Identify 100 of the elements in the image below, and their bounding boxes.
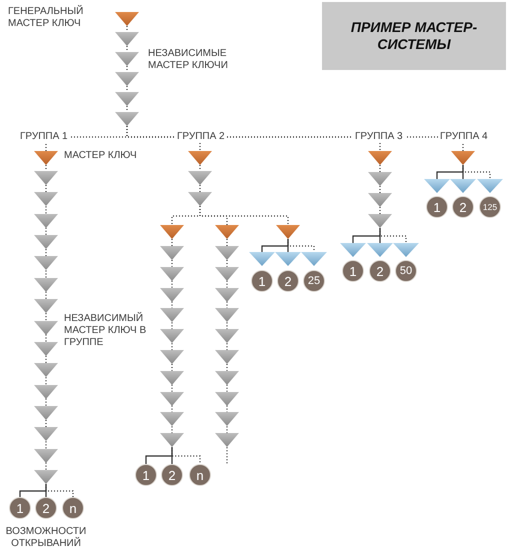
number-circle: 2 [369,260,391,282]
key-triangle [160,392,184,406]
key-caption: ГЕНЕРАЛЬНЫЙ МАСТЕР КЛЮЧ [8,6,84,30]
connector-line [45,270,47,278]
connector-line [287,239,289,252]
key-triangle [424,179,450,193]
number-circle: 50 [395,260,417,282]
connector-line [45,441,47,449]
key-triangle [393,243,419,257]
key-triangle [450,179,476,193]
connector-line [171,406,173,412]
key-triangle [34,235,58,250]
number-circle: 1 [342,260,364,282]
key-triangle [451,151,475,165]
connector-line [226,239,228,246]
connector-line [126,46,128,52]
number-circle: 2 [277,270,299,292]
connector-line [45,377,47,385]
connector-line [226,260,228,267]
outcome-caption: ВОЗМОЖНОСТИ ОТКРЫВАНИЙ [4,526,88,550]
group-label: ГРУППА 4 [438,131,490,143]
connector-line [171,322,173,330]
key-triangle [34,278,58,292]
key-triangle [34,406,58,420]
key-triangle [34,320,58,335]
number-circle: 1 [9,497,31,519]
connector-line [45,249,47,256]
key-triangle [215,412,239,426]
number-circle: 1 [135,464,157,486]
connector-line [45,185,47,192]
key-triangle [34,256,58,270]
key-triangle [160,225,184,239]
connector-line [171,343,173,350]
key-triangle [34,384,58,399]
key-triangle [188,151,212,165]
connector-line [379,207,381,214]
connector-line [226,322,228,330]
key-triangle [34,363,58,378]
number-circle: 125 [479,196,501,218]
number-circle: 2 [161,464,183,486]
key-caption: НЕЗАВИСИМЫЕ МАСТЕР КЛЮЧИ [148,48,229,72]
connector-line [226,280,228,288]
connector-line [171,447,173,464]
connector-line [45,206,47,214]
connector-line [45,228,47,236]
key-triangle [215,350,239,364]
connector-line [126,86,128,92]
number-circle: n [189,464,211,486]
key-triangle [115,112,139,126]
connector-line [379,186,381,193]
key-triangle [215,266,239,281]
key-triangle [215,370,239,385]
connector-line [199,165,201,171]
connector-line [45,398,47,406]
connector-line [199,206,289,225]
key-triangle [115,32,139,46]
group-label: ГРУППА 1 [18,131,70,143]
key-triangle [34,448,58,463]
connector-line [226,447,228,464]
key-triangle [215,225,239,239]
connector-line [45,292,47,300]
key-triangle [276,225,300,239]
key-triangle [215,288,239,302]
number-circle: 25 [303,270,325,292]
key-triangle [34,427,58,442]
connector-line [126,66,128,72]
key-caption: МАСТЕР КЛЮЧ [64,150,138,162]
number-circle: n [62,497,84,519]
number-circle: 2 [452,196,474,218]
key-triangle [275,252,301,266]
number-circle: 1 [251,270,273,292]
key-triangle [160,246,184,260]
connector-line [126,106,128,112]
connector-line [171,364,173,371]
key-triangle [340,243,366,257]
connector-line [226,426,228,434]
key-triangle [115,92,139,106]
number-circle: 1 [426,196,448,218]
connector-line [45,313,47,321]
connector-line [171,384,173,392]
key-triangle [160,308,184,322]
connector-line [226,343,228,350]
key-triangle [188,192,212,206]
connector-line [379,165,381,172]
key-triangle [160,370,184,385]
connector-line [171,239,173,246]
key-triangle [160,350,184,364]
connector-line [171,280,173,288]
key-triangle [215,433,239,448]
key-triangle [160,288,184,302]
key-triangle [215,246,239,260]
key-triangle [215,308,239,322]
key-triangle [34,470,58,484]
connector-line [226,384,228,392]
key-triangle [34,299,58,314]
key-triangle [368,151,392,165]
connector-line [226,364,228,371]
key-triangle [477,179,503,193]
connector-line [171,426,173,434]
key-triangle [215,329,239,344]
